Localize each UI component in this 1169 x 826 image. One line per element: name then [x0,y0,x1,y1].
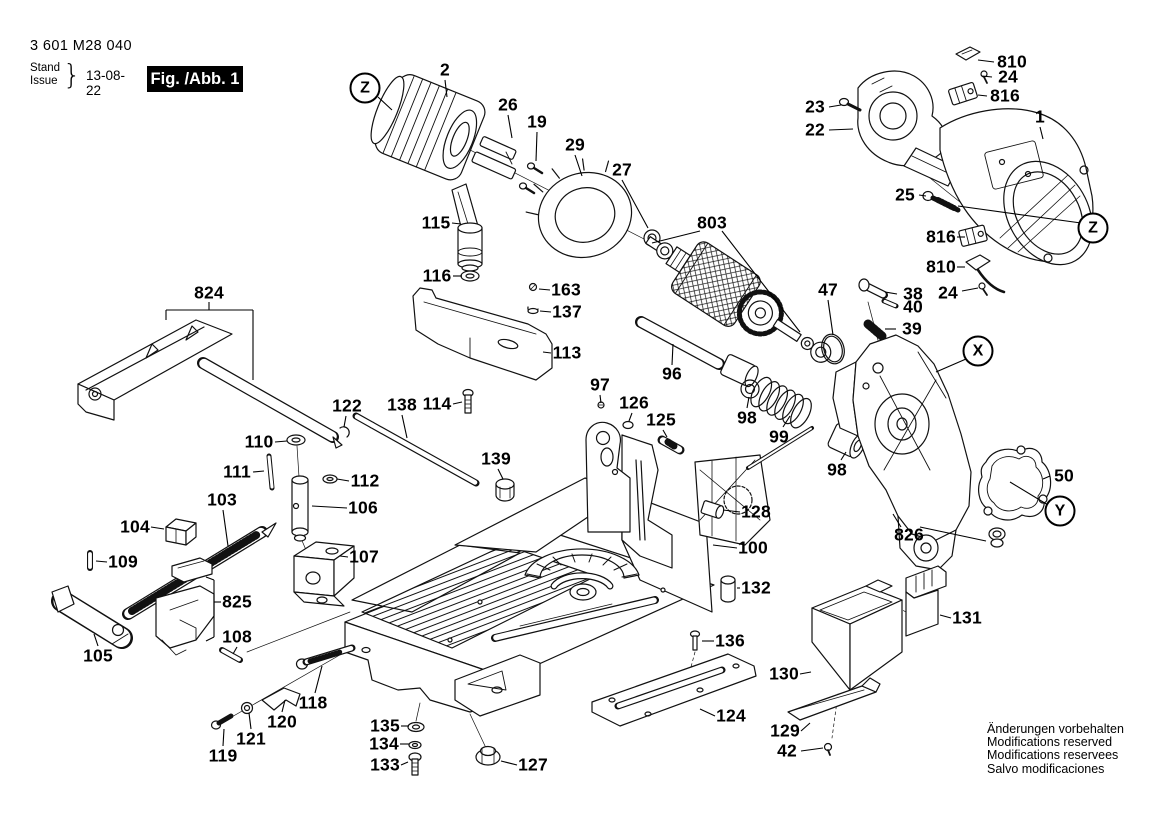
part-96-tube [635,316,725,370]
notice-line-en: Modifications reserved [987,735,1113,750]
part-137-nut [527,306,539,315]
part-115-lever [451,183,483,272]
stand-label: Stand [30,62,61,74]
part-105-handle [51,585,133,649]
part-2-stator [370,74,486,181]
part-99-spring [746,376,814,470]
issue-date: 13-08-22 [86,68,126,98]
part-129-squeegee [787,677,881,721]
stand-issue-label: Stand Issue [30,62,60,87]
figure-label-box: Fig. /Abb. 1 [147,66,243,92]
part-118-bolt-chain [210,644,356,730]
part-133-135-stack [407,721,425,776]
part-116-washer [460,270,480,282]
part-104-block [165,518,197,546]
modifications-notice: Änderungen vorbehalten Modifications res… [987,722,1124,776]
part-139-knob [495,478,515,502]
part-826-gear-housing [832,334,972,571]
part-124-plate [591,630,757,727]
part-131-splash-guard [905,565,947,637]
part-42-screw [823,742,833,756]
part-number: 3 601 M28 040 [30,38,132,54]
notice-line-de: Änderungen vorbehalten [987,722,1124,736]
part-38-39-40-pins [858,278,899,341]
part-127-foot [475,745,501,766]
part-826-bushing [988,527,1006,548]
part-25-screw [922,190,961,213]
part-107-bracket [293,541,355,607]
part-138-hex-key [352,412,480,487]
part-825-clamp [155,557,215,656]
title-block: 3 601 M28 040 Stand Issue } 13-08-22 Fig… [30,38,243,98]
part-108-pin [219,647,243,663]
part-163-screw [528,282,538,292]
part-26-keys [471,136,517,180]
part-19-screws [518,162,544,195]
part-125-126-128-132 [622,420,736,603]
notice-line-es: Salvo modificaciones [987,761,1105,776]
brace-glyph: } [63,58,81,91]
part-23-screw [838,97,862,112]
part-29-fan-guard [525,158,633,259]
issue-label: Issue [30,74,58,87]
part-114-screw [462,388,474,414]
part-97-pivot-bracket [585,401,631,533]
part-130-tray [811,579,903,691]
part-1-motor-housing [939,108,1094,266]
part-98-roller-upper [720,354,760,399]
part-810-wedges [955,46,1006,294]
part-106-pillar [266,426,350,542]
notice-line-fr: Modifications reservees [987,748,1119,763]
part-816-connectors [948,81,988,247]
part-113-shoe [412,287,553,381]
part-50-cover [978,445,1052,521]
part-22-brush-housing [857,70,959,187]
part-100-base [344,434,771,717]
part-824-fence [77,319,343,449]
